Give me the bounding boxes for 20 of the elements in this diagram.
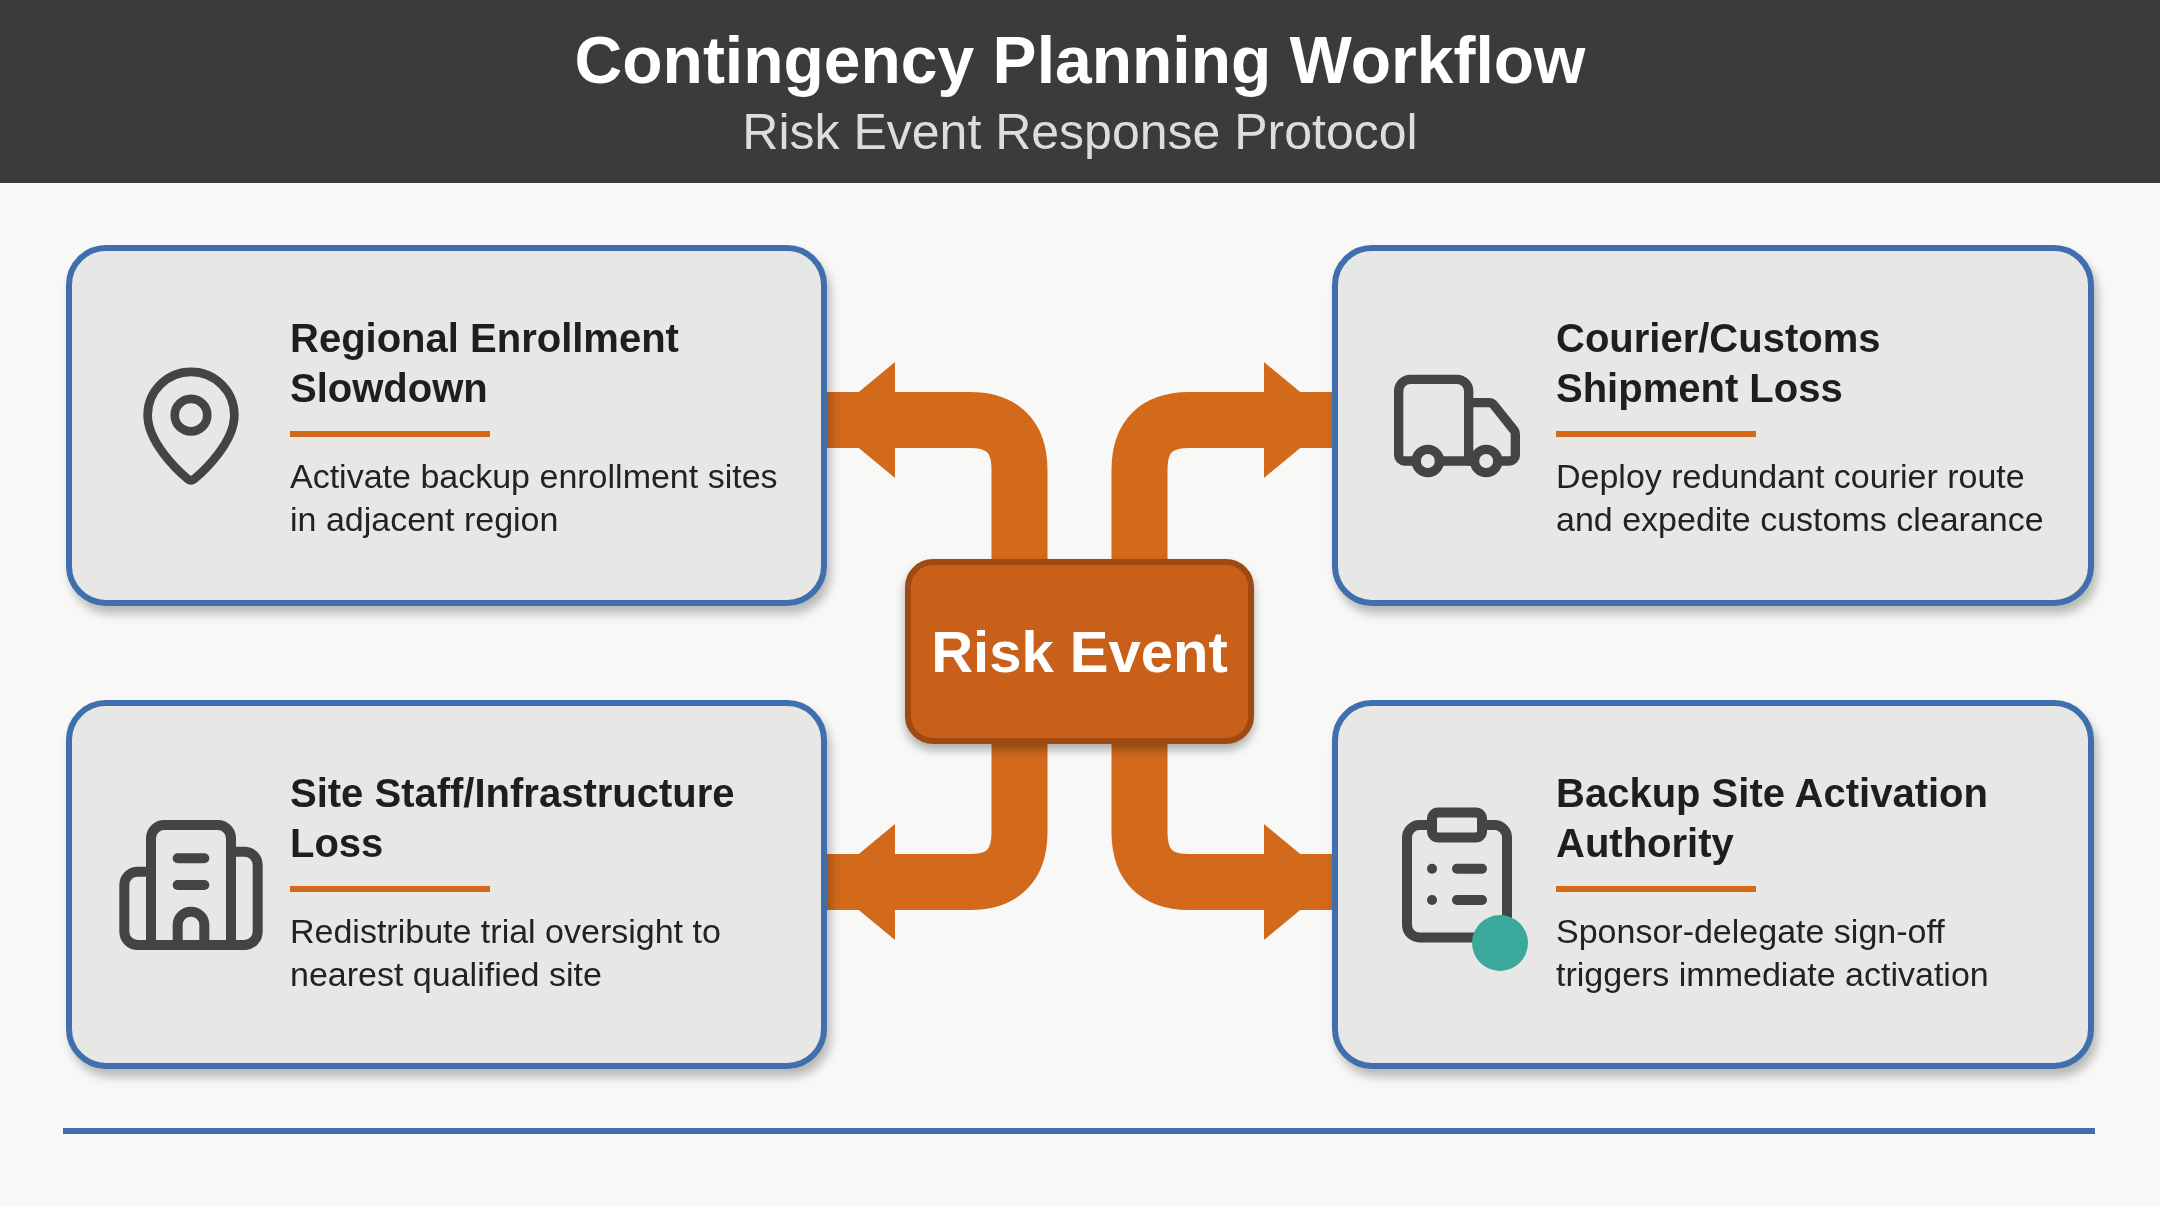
scenario-card [1332, 700, 2094, 1069]
card-description: Redistribute trial oversight to nearest qualified site [290, 911, 722, 995]
elbow-arrow [825, 362, 1048, 559]
scenario-card [66, 700, 827, 1069]
scenario-card [66, 245, 827, 606]
card-title: Backup Site Activation Authority [1556, 770, 1989, 867]
card-title: Regional Enrollment Slowdown [290, 315, 680, 412]
card-title: Site Staff/Infrastructure Loss [290, 770, 736, 867]
scenario-card [1332, 245, 2094, 606]
subtitle: Risk Event Response Protocol [741, 103, 1419, 162]
card-description: Deploy redundant courier route and expedite customs clearance [1556, 456, 2045, 540]
card-title: Courier/Customs Shipment Loss [1556, 315, 1882, 412]
event-label: Risk Event [931, 618, 1228, 686]
card-description: Activate backup enrollment sites in adjacent region [290, 456, 779, 540]
elbow-arrow [1111, 744, 1334, 940]
elbow-arrow [1111, 362, 1334, 559]
card-description: Sponsor-delegate sign-off triggers immediate activation [1556, 911, 1990, 995]
event-box [905, 559, 1254, 744]
title: Contingency Planning Workflow [573, 22, 1587, 99]
elbow-arrow [825, 744, 1048, 940]
